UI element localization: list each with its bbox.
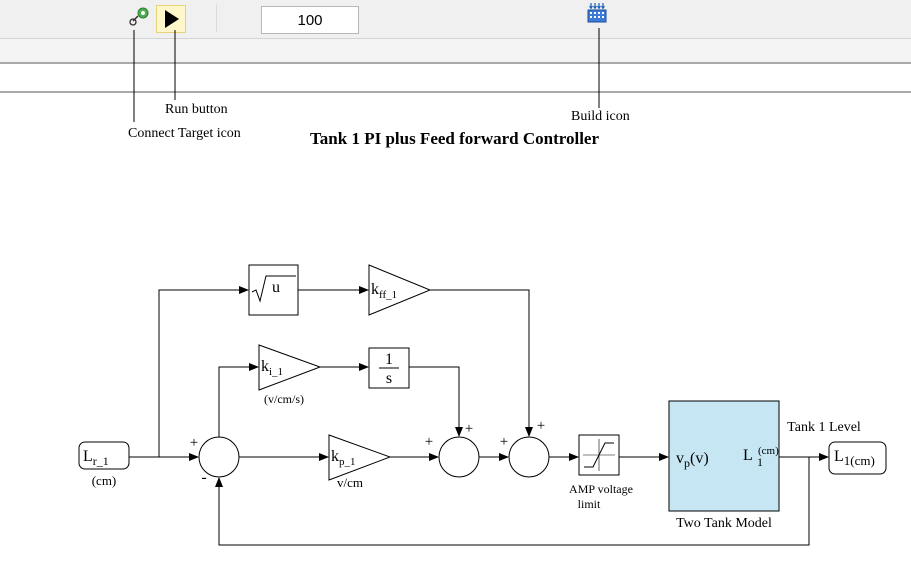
ff-sum-block[interactable] <box>508 436 550 478</box>
output-port-l1[interactable] <box>828 441 887 475</box>
toolbar-separator <box>216 4 217 32</box>
stop-time-input[interactable] <box>261 6 359 34</box>
build-icon-callout: Build icon <box>571 109 630 124</box>
ki-gain-label: ki_1 <box>261 358 283 378</box>
integrator-numerator: 1 <box>385 351 393 368</box>
saturation-label: AMP voltage <box>569 482 633 496</box>
run-button-callout: Run button <box>165 102 228 117</box>
sum3-left-sign: + <box>500 434 508 450</box>
integrator-denominator: s <box>386 370 392 387</box>
build-icon <box>587 3 607 23</box>
diagram-title: Tank 1 PI plus Feed forward Controller <box>310 129 600 148</box>
kp-gain-label: kp_1 <box>331 448 356 468</box>
output-signal-label: Tank 1 Level <box>787 420 861 435</box>
signal-error-to-ki <box>218 363 259 437</box>
sum2-left-sign: + <box>425 434 433 450</box>
kff-gain-label: kff_1 <box>371 281 397 301</box>
ki-units-label: (v/cm/s) <box>264 392 304 406</box>
pi-sum-block[interactable] <box>438 436 480 478</box>
kp-units-label: v/cm <box>337 475 363 490</box>
run-button[interactable] <box>156 5 186 33</box>
input-port-label: Lr_1 <box>83 448 109 468</box>
sqrt-symbol <box>251 275 296 303</box>
connect-target-button[interactable] <box>127 5 151 29</box>
signal-lines <box>129 286 829 546</box>
output-port-label: L1(cm) <box>834 448 875 468</box>
toolbar <box>0 0 911 38</box>
address-band <box>0 39 911 63</box>
sqrt-block-label: u <box>272 279 280 296</box>
plant-name-label: Two Tank Model <box>676 516 772 531</box>
sum3-top-sign: + <box>537 418 545 434</box>
sum2-top-sign: + <box>465 421 473 437</box>
kp-gain-block[interactable] <box>328 434 392 481</box>
connect-target-callout: Connect Target icon <box>128 126 241 141</box>
ki-gain-block[interactable] <box>258 344 322 391</box>
build-button[interactable] <box>585 1 611 27</box>
run-play-icon <box>165 10 179 28</box>
kff-gain-block[interactable] <box>368 264 432 316</box>
input-port-lr1[interactable] <box>78 441 130 470</box>
plant-input-label: vp(v) <box>676 450 709 470</box>
signal-feedback <box>215 457 810 546</box>
separator-line <box>0 62 911 64</box>
toolbar-divider <box>0 38 911 39</box>
signal-kff-to-sum3 <box>430 289 533 437</box>
plant-output-subscript: 1 <box>757 455 763 469</box>
plant-output-label: L <box>743 447 753 464</box>
input-units-label: (cm) <box>92 473 117 488</box>
saturation-label: limit <box>578 497 601 511</box>
plant-output-superscript: (cm) <box>758 445 779 457</box>
sum1-plus-sign: + <box>190 435 198 451</box>
signal-to-sqrt <box>158 286 249 457</box>
sum1-minus-sign: - <box>201 469 206 486</box>
separator-line <box>0 91 911 93</box>
two-tank-model-block[interactable] <box>668 400 780 512</box>
connect-target-icon <box>129 7 149 26</box>
signal-integrator-to-sum2 <box>409 366 463 437</box>
